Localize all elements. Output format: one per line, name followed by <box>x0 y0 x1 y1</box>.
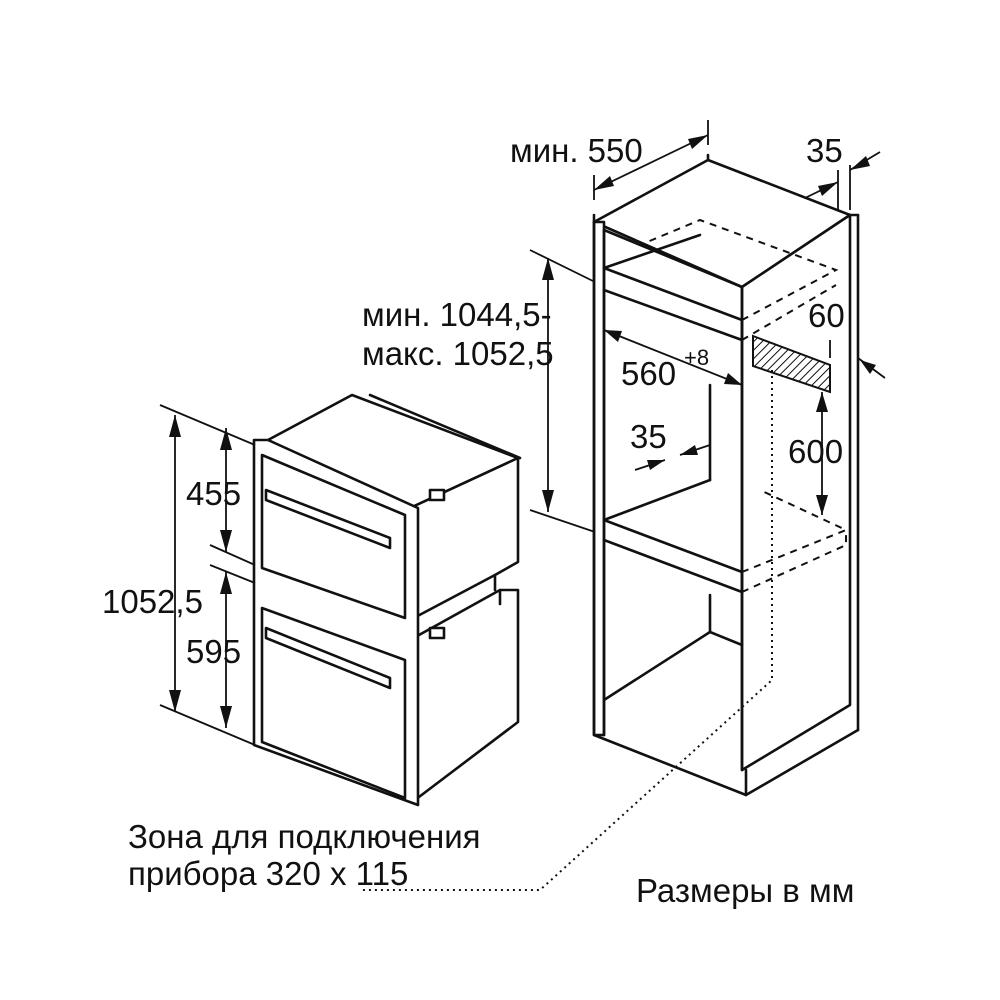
upper-door-handle[interactable] <box>264 488 392 550</box>
cabinet-left-panel <box>592 220 606 737</box>
label-panel-thickness: 35 <box>806 132 843 169</box>
vent-opening <box>752 334 831 394</box>
label-total-height: 1052,5 <box>102 583 203 620</box>
label-niche-width: 560 <box>621 355 676 392</box>
units-note: Размеры в мм <box>636 872 854 909</box>
label-vent-height: 600 <box>788 433 843 470</box>
oven-dimensions <box>159 404 256 746</box>
cabinet-dimensions <box>529 120 886 533</box>
connection-zone-label-line2: прибора 320 x 115 <box>128 855 408 892</box>
upper-side-hook <box>428 488 446 502</box>
cabinet-niche <box>360 153 860 891</box>
upper-oven-door[interactable] <box>260 453 407 620</box>
label-lower-oven-height: 595 <box>186 633 241 670</box>
label-niche-width-tolerance: +8 <box>684 345 709 370</box>
oven-lower-side <box>408 588 520 802</box>
label-niche-height-max: макс. 1052,5 <box>362 335 554 372</box>
label-niche-height-min: мин. 1044,5- <box>362 296 552 333</box>
lower-side-hook <box>428 626 446 640</box>
double-oven <box>252 393 522 807</box>
lower-oven-door[interactable] <box>260 606 407 800</box>
connection-zone-label-line1: Зона для подключения <box>128 818 481 855</box>
label-upper-oven-height: 455 <box>186 475 241 512</box>
lower-door-handle[interactable] <box>264 626 392 690</box>
label-shelf-setback: 35 <box>630 418 667 455</box>
label-vent-opening: 60 <box>808 297 845 334</box>
label-niche-depth: мин. 550 <box>510 132 643 169</box>
